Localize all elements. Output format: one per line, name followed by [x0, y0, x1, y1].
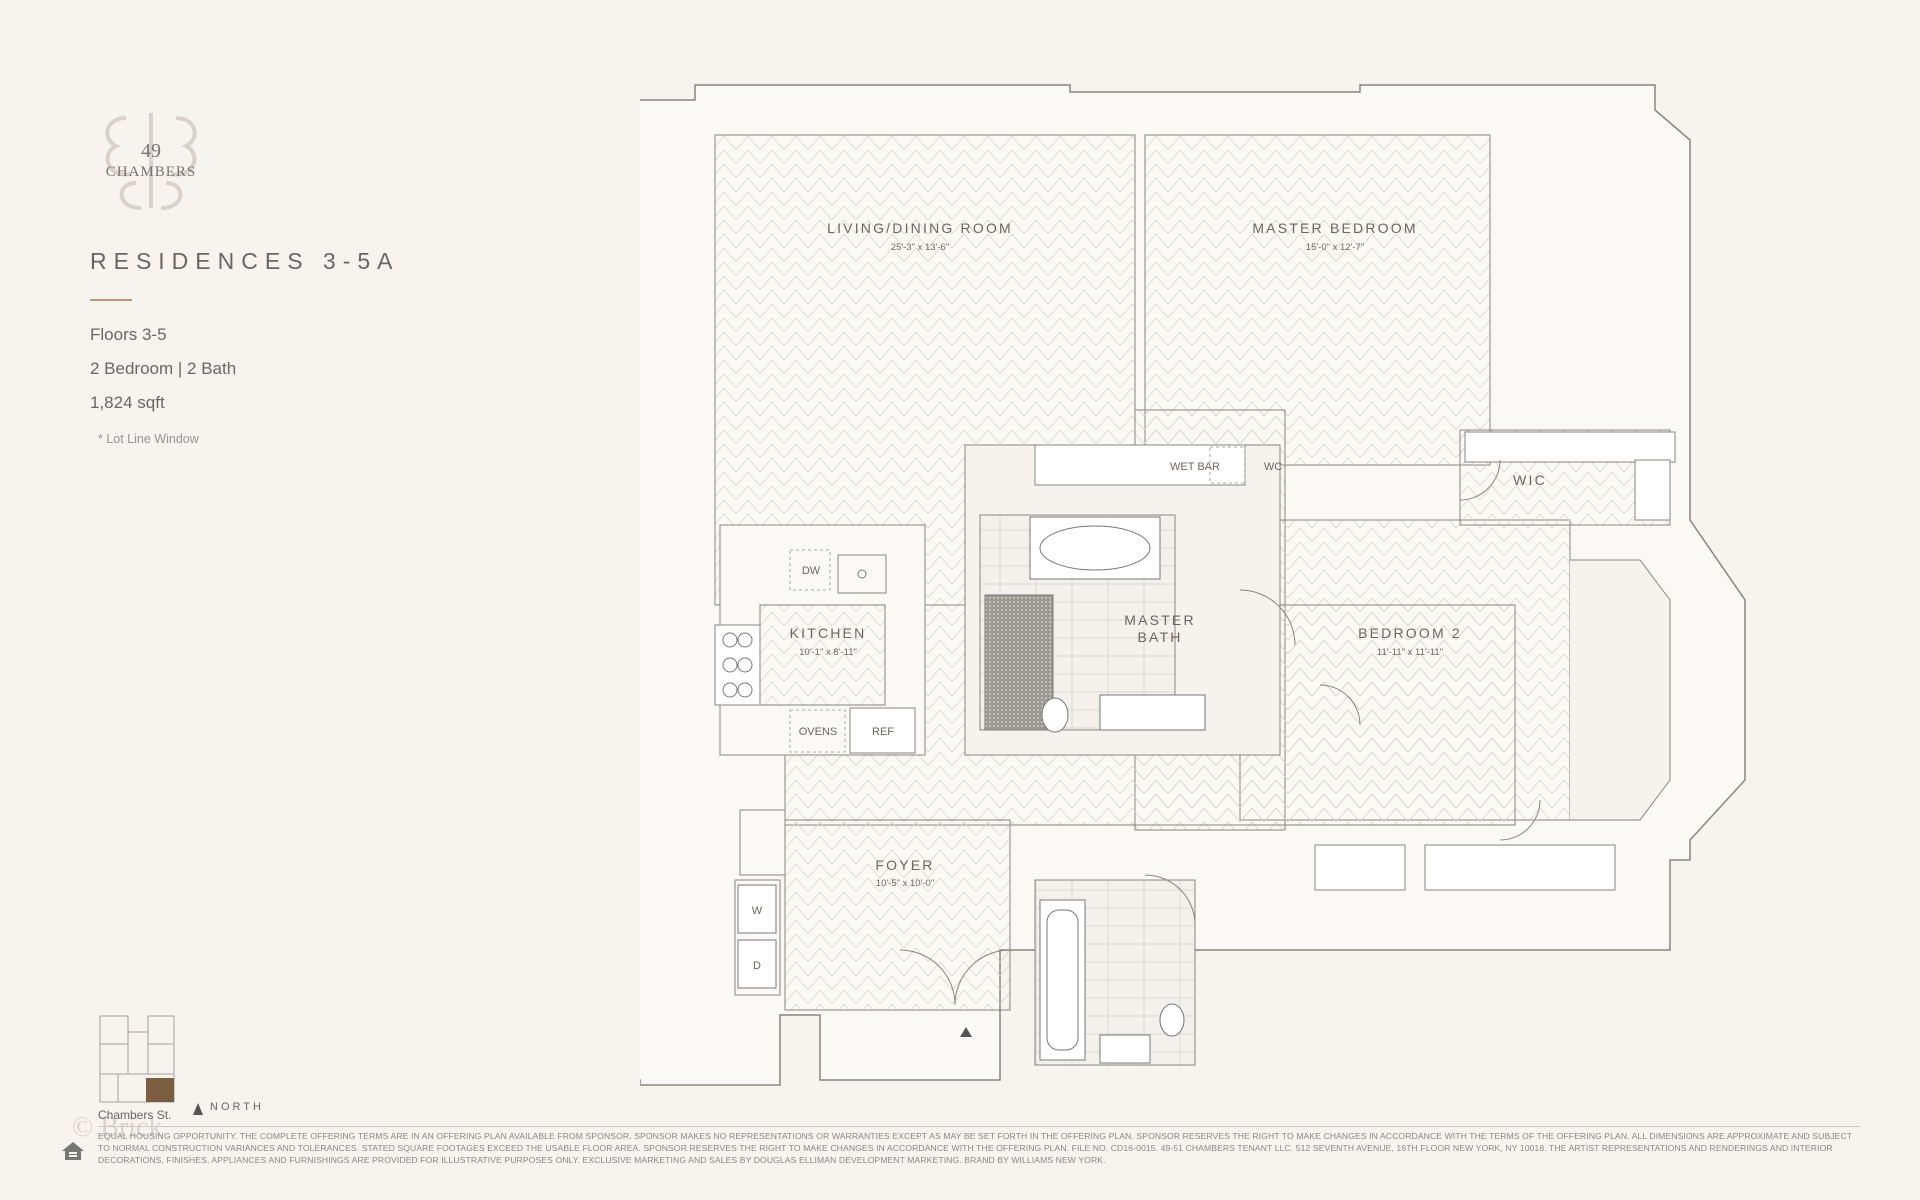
ovens-label: OVENS	[799, 726, 838, 738]
legal-disclaimer: EQUAL HOUSING OPPORTUNITY. THE COMPLETE …	[98, 1126, 1860, 1166]
monogram-icon	[105, 113, 197, 210]
kitchen-name: KITCHEN	[790, 625, 867, 641]
wet-bar-label: WET BAR	[1170, 461, 1220, 473]
lot-line-note: * Lot Line Window	[98, 432, 199, 446]
floor-plan: LIVING/DINING ROOM 25'-3" x 13'-6" MASTE…	[640, 84, 1746, 1086]
bedroom2-dims: 11'-11" x 11'-11"	[1377, 647, 1443, 658]
area-text: 1,824 sqft	[90, 393, 165, 412]
living-room-dims: 25'-3" x 13'-6"	[891, 242, 949, 253]
layout-text: 2 Bedroom | 2 Bath	[90, 359, 237, 378]
bedroom2-name: BEDROOM 2	[1358, 625, 1462, 641]
equal-housing-icon	[62, 1142, 84, 1160]
foyer-dims: 10'-5" x 10'-0"	[876, 878, 934, 889]
master-bath-name-2: BATH	[1137, 629, 1182, 645]
floors-text: Floors 3-5	[90, 325, 167, 344]
master-bedroom-dims: 15'-0" x 12'-7"	[1306, 242, 1364, 253]
master-bedroom-name: MASTER BEDROOM	[1252, 220, 1417, 236]
title-divider	[90, 299, 132, 301]
logo-number: 49	[141, 140, 161, 162]
ref-label: REF	[872, 726, 894, 738]
key-plan-icon	[99, 1015, 175, 1103]
living-room-name: LIVING/DINING ROOM	[827, 220, 1013, 236]
foyer-name: FOYER	[875, 857, 934, 873]
north-label: NORTH	[210, 1101, 264, 1113]
entry-marker-icon	[960, 1027, 972, 1037]
watermark: © Brick	[72, 1112, 163, 1143]
info-panel: 49 CHAMBERS RESIDENCES 3-5A Floors 3-5 2…	[0, 0, 560, 1200]
wic-name: WIC	[1513, 472, 1547, 488]
logo-name: CHAMBERS	[105, 164, 197, 180]
master-bath-name-1: MASTER	[1124, 612, 1196, 628]
north-arrow-icon	[193, 1103, 203, 1115]
kitchen-dims: 10'-1" x 8'-11"	[799, 647, 857, 658]
dryer-label: D	[753, 960, 761, 972]
dw-label: DW	[802, 565, 821, 577]
wc-label: WC	[1264, 461, 1282, 473]
washer-label: W	[752, 905, 763, 917]
page-title: RESIDENCES 3-5A	[90, 248, 400, 274]
key-plan-street: Chambers St.	[98, 1108, 172, 1122]
building-logo: 49 CHAMBERS	[86, 108, 216, 218]
